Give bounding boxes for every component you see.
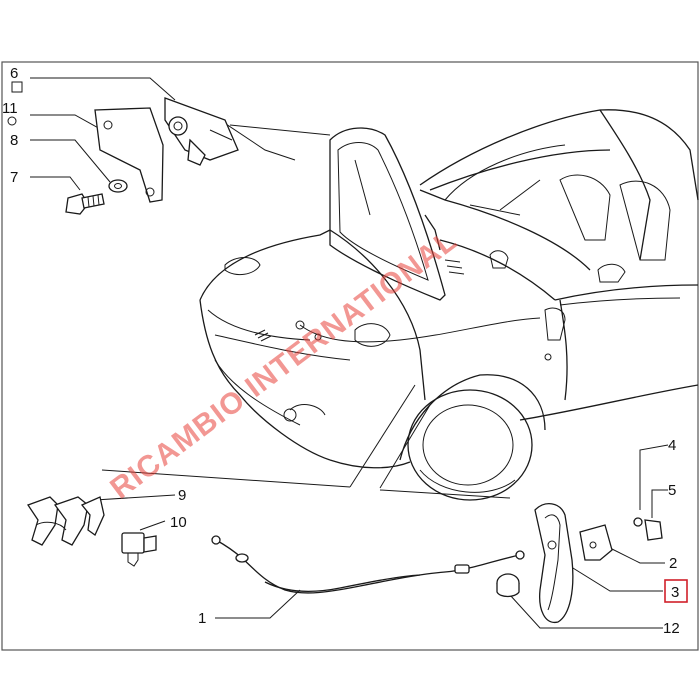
- latch-mounting-plate: [94, 107, 164, 203]
- callout-1: 1: [198, 610, 206, 627]
- diagram-border: [1, 61, 699, 651]
- watermark: RICAMBIO INTERNATIONAL: [104, 224, 463, 506]
- highlight-box: [664, 579, 688, 603]
- callout-2: 2: [669, 555, 677, 572]
- callout-10: 10: [170, 514, 187, 531]
- hood-lock: [164, 97, 239, 166]
- small-screw-icon: [7, 116, 17, 126]
- callout-5: 5: [668, 482, 676, 499]
- callout-12: 12: [663, 620, 680, 637]
- spring-clip: [644, 519, 663, 541]
- bolt: [65, 193, 105, 215]
- washer: [108, 179, 128, 193]
- callout-11: 11: [2, 100, 18, 117]
- callout-6: 6: [10, 65, 18, 82]
- callout-9: 9: [178, 487, 186, 504]
- cable-clip: [27, 496, 105, 546]
- bush: [496, 573, 520, 598]
- small-part-icon: [11, 81, 23, 93]
- callout-4: 4: [668, 437, 676, 454]
- handle-bracket: [579, 524, 613, 561]
- cable-holder: [121, 532, 157, 567]
- car-illustration: [199, 109, 699, 501]
- leader-lines: [30, 77, 669, 629]
- callout-3: 3: [671, 584, 679, 601]
- nut: [633, 517, 643, 527]
- callout-7: 7: [10, 169, 18, 186]
- release-handle: [534, 503, 574, 623]
- release-cable: [211, 535, 525, 594]
- callout-8: 8: [10, 132, 18, 149]
